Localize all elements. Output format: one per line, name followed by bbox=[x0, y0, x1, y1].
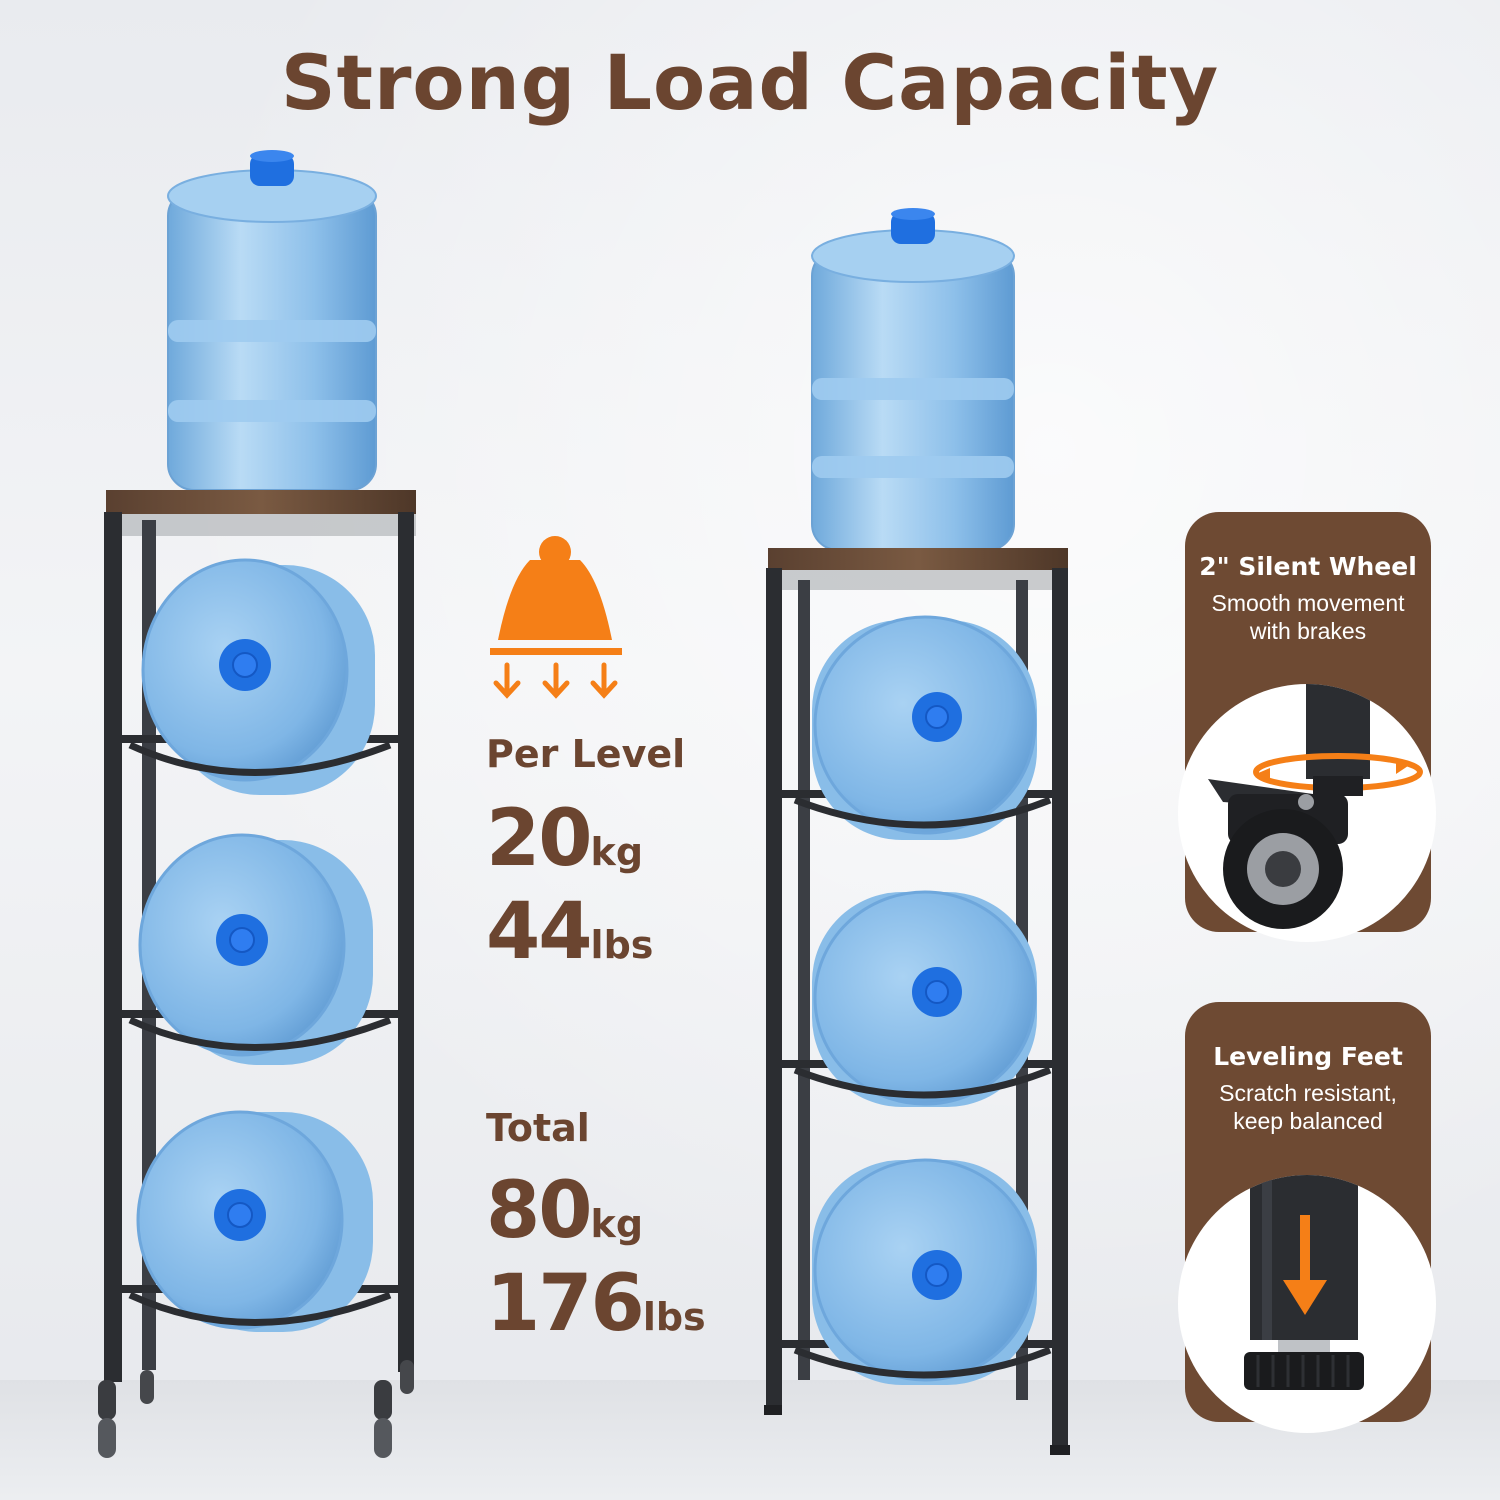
per-level-label: Per Level bbox=[486, 732, 686, 776]
right-rack bbox=[764, 208, 1070, 1455]
total-imperial-unit: lbs bbox=[642, 1295, 706, 1339]
total-metric-value: 80 bbox=[486, 1166, 593, 1256]
feature-title: 2" Silent Wheel bbox=[1199, 552, 1417, 581]
water-bottle-icon bbox=[136, 1110, 373, 1332]
feature-title: Leveling Feet bbox=[1213, 1042, 1403, 1071]
total-metric-unit: kg bbox=[590, 1202, 644, 1246]
weight-icon bbox=[490, 536, 622, 699]
water-bottle-icon bbox=[811, 208, 1015, 551]
per-level-metric-unit: kg bbox=[590, 830, 644, 874]
water-bottle-icon bbox=[812, 1158, 1037, 1385]
feature-line: Smooth movement bbox=[1211, 590, 1405, 616]
caster-wheel-icon bbox=[98, 1360, 414, 1458]
left-rack bbox=[98, 150, 416, 1458]
feature-line: keep balanced bbox=[1233, 1108, 1383, 1134]
wheel-detail bbox=[1178, 684, 1436, 942]
total-imperial-value: 176 bbox=[486, 1259, 645, 1349]
feature-line: with brakes bbox=[1249, 618, 1367, 644]
feature-line: Scratch resistant, bbox=[1219, 1080, 1397, 1106]
total-imperial: 176lbs bbox=[486, 1265, 706, 1343]
total-metric: 80kg bbox=[486, 1172, 643, 1250]
page-title: Strong Load Capacity bbox=[280, 38, 1220, 127]
per-level-metric-value: 20 bbox=[486, 794, 593, 884]
per-level-metric: 20kg bbox=[486, 800, 643, 878]
water-bottle-icon bbox=[812, 890, 1037, 1107]
leveling-foot-icon bbox=[1244, 1175, 1364, 1390]
per-level-imperial-value: 44 bbox=[486, 887, 593, 977]
water-bottle-icon bbox=[141, 558, 375, 795]
water-bottle-icon bbox=[138, 833, 373, 1065]
per-level-imperial: 44lbs bbox=[486, 893, 653, 971]
water-bottle-icon bbox=[167, 150, 377, 491]
feet-detail bbox=[1178, 1175, 1436, 1433]
per-level-imperial-unit: lbs bbox=[590, 923, 654, 967]
total-label: Total bbox=[486, 1106, 590, 1150]
water-bottle-icon bbox=[812, 615, 1037, 840]
caster-wheel-icon bbox=[1208, 684, 1423, 929]
